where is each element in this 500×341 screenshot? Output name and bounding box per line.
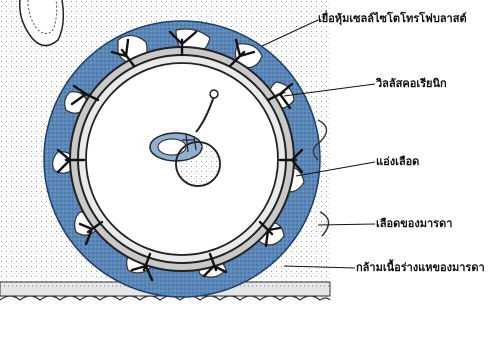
label-cytotrophoblast: เยื่อหุ้มเซลล์ไซโตโทรโฟบลาสต์	[318, 12, 467, 26]
label-maternal-blood: เลือดของมารดา	[376, 217, 452, 231]
label-chorionic-villus: วิลลัสคอเรียนิก	[376, 77, 447, 91]
label-maternal-muscle: กล้ามเนื้อร่างแหของมารดา	[356, 261, 485, 275]
yolk-sac	[176, 142, 220, 186]
label-blood-lacuna: แอ่งเลือด	[376, 155, 419, 169]
